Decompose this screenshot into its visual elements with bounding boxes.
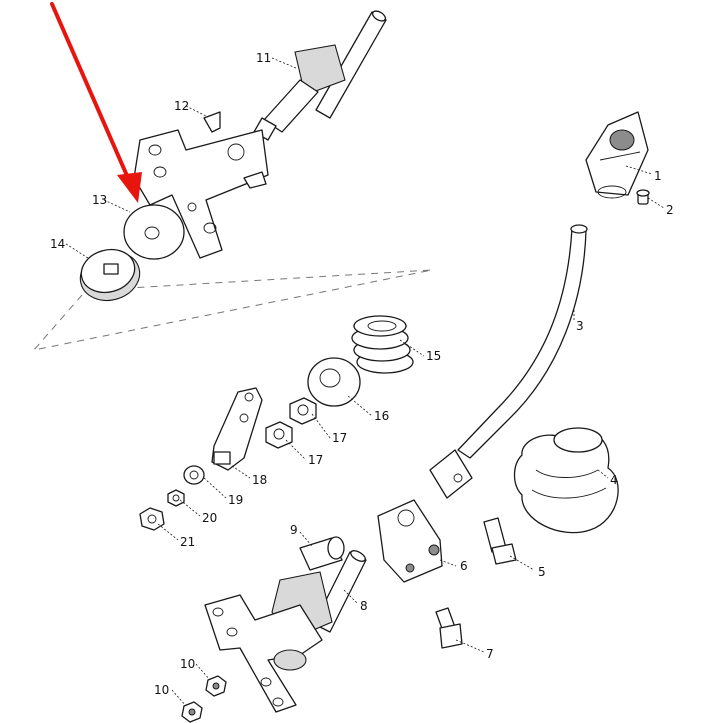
label-part-4: 4 bbox=[610, 473, 618, 487]
part-9-bolt bbox=[299, 536, 345, 571]
label-part-10-upper: 10 bbox=[180, 657, 195, 671]
part-11-shaft bbox=[253, 10, 387, 141]
label-part-17-a: 17 bbox=[332, 431, 347, 445]
part-17-nut-a bbox=[289, 397, 317, 425]
label-part-21: 21 bbox=[180, 535, 195, 549]
label-part-3: 3 bbox=[576, 319, 584, 333]
label-part-1: 1 bbox=[654, 169, 662, 183]
label-part-18: 18 bbox=[252, 473, 267, 487]
label-part-10-lower: 10 bbox=[154, 683, 169, 697]
label-part-14: 14 bbox=[50, 237, 65, 251]
part-21-nut bbox=[139, 507, 165, 531]
label-part-5: 5 bbox=[538, 565, 546, 579]
label-part-16: 16 bbox=[374, 409, 389, 423]
part-16-washer bbox=[307, 357, 361, 407]
highlight-arrow bbox=[50, 2, 142, 203]
part-6-clevis bbox=[377, 499, 443, 583]
part-1-knob bbox=[585, 111, 649, 199]
leader-lines bbox=[65, 57, 665, 707]
part-10-nut-upper bbox=[205, 675, 227, 697]
part-5-bolt bbox=[483, 517, 517, 565]
part-4-boot bbox=[513, 427, 619, 534]
label-part-17-b: 17 bbox=[308, 453, 323, 467]
part-8-lower-bracket bbox=[204, 550, 367, 713]
part-labels: 1 2 3 4 5 6 7 8 9 10 10 11 12 13 14 15 1… bbox=[50, 51, 674, 697]
part-15-spring bbox=[351, 315, 414, 374]
label-part-19: 19 bbox=[228, 493, 243, 507]
part-14-cap bbox=[79, 248, 141, 301]
label-part-12: 12 bbox=[174, 99, 189, 113]
alignment-guide-line bbox=[32, 269, 433, 351]
part-13-washer bbox=[123, 204, 185, 260]
label-part-6: 6 bbox=[460, 559, 468, 573]
part-19-washer bbox=[183, 465, 205, 485]
part-17-nut-b bbox=[265, 421, 293, 449]
part-12-bracket bbox=[133, 111, 269, 259]
part-3-lever-rod bbox=[429, 224, 588, 499]
label-part-8: 8 bbox=[360, 599, 368, 613]
part-18-lever-arm bbox=[211, 387, 263, 471]
label-part-9: 9 bbox=[290, 523, 298, 537]
part-2-screw bbox=[636, 189, 650, 205]
part-20-nut bbox=[167, 489, 185, 507]
label-part-13: 13 bbox=[92, 193, 107, 207]
label-part-7: 7 bbox=[486, 647, 494, 661]
part-10-nut-lower bbox=[181, 701, 203, 723]
part-7-bolt bbox=[435, 607, 463, 649]
label-part-15: 15 bbox=[426, 349, 441, 363]
label-part-11: 11 bbox=[256, 51, 271, 65]
label-part-2: 2 bbox=[666, 203, 674, 217]
label-part-20: 20 bbox=[202, 511, 217, 525]
